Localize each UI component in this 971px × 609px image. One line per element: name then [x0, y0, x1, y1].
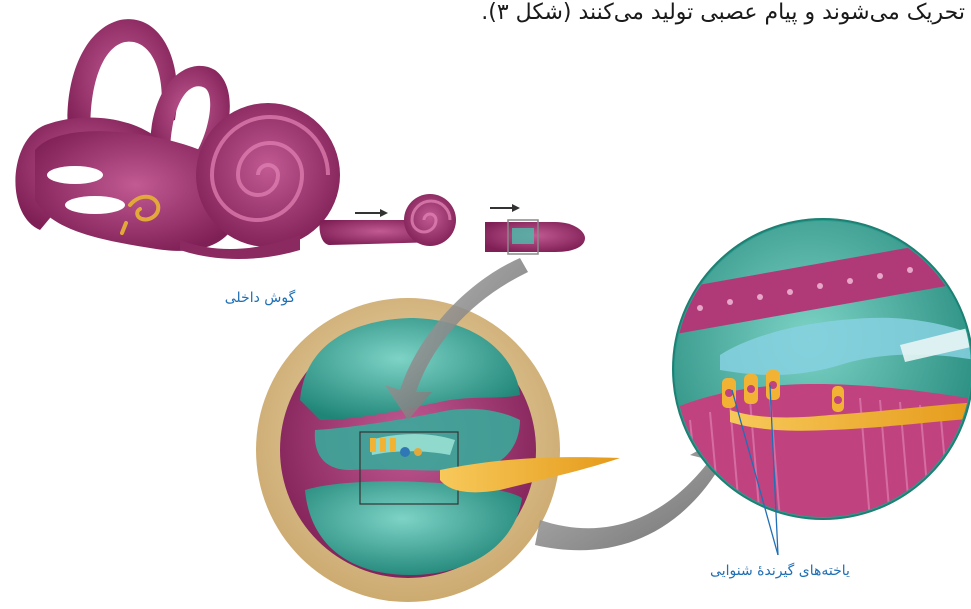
right-arrow-icon — [355, 209, 388, 217]
right-arrow-icon — [490, 204, 520, 212]
zoomed-receptor-view — [670, 215, 971, 525]
uncoiling-cochlea — [319, 194, 456, 246]
receptor-cells-label: یاخته‌های گیرندهٔ شنوایی — [710, 562, 850, 579]
caption-text: تحریک می‌شوند و پیام عصبی تولید می‌کنند … — [481, 0, 965, 25]
inner-ear-illustration — [15, 19, 340, 259]
inner-ear-label: گوش داخلی — [225, 289, 296, 306]
canal-gap — [47, 166, 103, 184]
cochlea — [196, 103, 340, 247]
straight-cochlea — [485, 220, 585, 254]
canal-gap — [65, 196, 125, 214]
